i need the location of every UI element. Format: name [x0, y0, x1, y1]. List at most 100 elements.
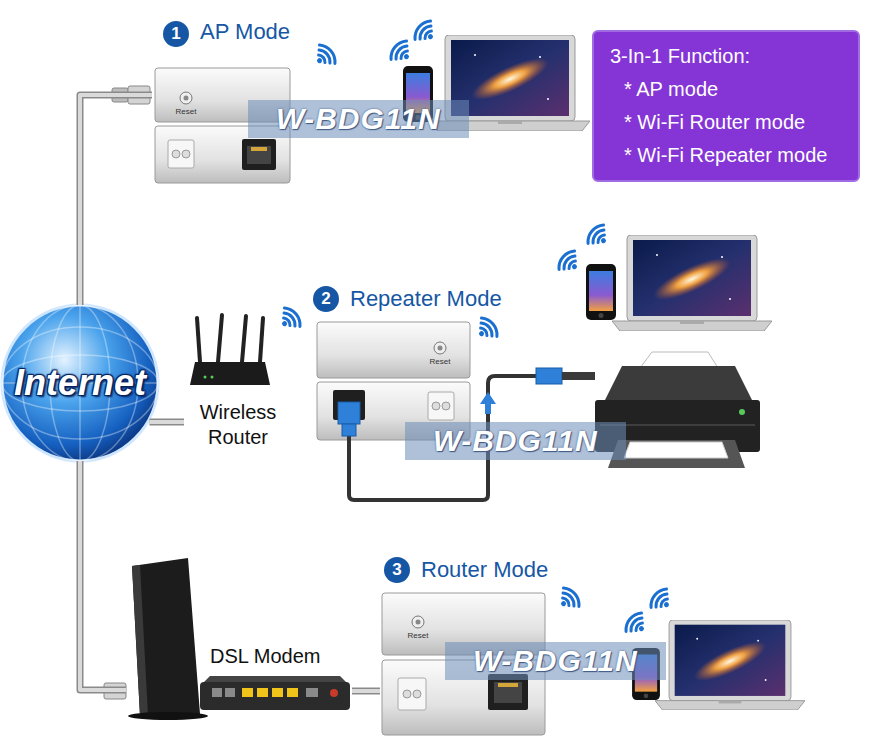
dsl-modem-icon [132, 565, 148, 716]
wifi-symbol [622, 610, 651, 640]
device-label: DSL Modem [210, 644, 320, 668]
router-device [403, 690, 411, 698]
wifi-symbol [310, 42, 339, 72]
printer [624, 442, 728, 458]
repeater-device [434, 342, 446, 354]
cable-connector [150, 420, 185, 424]
globe-illustration [2, 305, 158, 461]
globe-label: Internet [14, 362, 146, 404]
printer [739, 409, 745, 415]
router-device [498, 683, 518, 687]
callout-number: 2 [313, 286, 339, 312]
callout-number: 1 [163, 21, 189, 47]
client-devices [612, 235, 772, 331]
cable-connector [80, 461, 126, 690]
wifi-symbol [584, 222, 613, 252]
cable-connector [150, 422, 185, 423]
repeater-device [317, 322, 595, 500]
cable-connector [352, 688, 380, 695]
mode-heading: Repeater Mode [350, 285, 502, 313]
ap-device [172, 150, 180, 158]
dsl-modem-icon [225, 688, 235, 697]
watermark: W-BDG11N [445, 642, 666, 680]
dsl-modem-icon [257, 688, 268, 697]
dsl-modem-icon [330, 689, 338, 697]
globe-illustration [2, 305, 158, 461]
dsl-modem-icon [306, 688, 318, 697]
wireless-router-icon [260, 318, 263, 362]
repeater-device [338, 402, 360, 424]
button-label: Reset [172, 107, 200, 116]
feature-text: * Wi-Fi Router mode [610, 106, 805, 139]
client-devices [586, 264, 616, 320]
repeater-device [342, 424, 356, 436]
internet-globe: Internet [2, 305, 158, 461]
cable-connector [80, 95, 152, 305]
printer [608, 440, 745, 468]
repeater-device [428, 392, 454, 420]
feature-box: 3-In-1 Function:* AP mode* Wi-Fi Router … [592, 30, 860, 182]
cable-connector [352, 691, 380, 692]
router-device [413, 690, 421, 698]
dsl-modem-icon [200, 682, 350, 710]
cable-connector [80, 461, 126, 690]
wifi-symbol [554, 585, 583, 615]
printer [605, 366, 752, 400]
wireless-router-icon [218, 315, 222, 362]
globe-illustration [2, 305, 158, 461]
wireless-router-icon [197, 318, 200, 362]
repeater-device [536, 368, 562, 384]
ap-device [184, 96, 189, 101]
dsl-modem: DSL Modem [126, 556, 352, 718]
mode-heading: Router Mode [421, 556, 548, 584]
wireless-router-icon [197, 315, 263, 362]
dsl-modem-icon [242, 688, 253, 697]
wireless-router-icon [242, 316, 246, 362]
wifi-symbol [411, 18, 440, 48]
ap-device [242, 139, 276, 170]
watermark: W-BDG11N [248, 100, 469, 138]
wireless-router-icon [190, 362, 270, 385]
cable-connector [80, 95, 152, 305]
feature-text: * AP mode [610, 73, 718, 106]
ap-device [247, 146, 271, 164]
wifi-symbol [472, 315, 501, 345]
router-caption-box: Wireless Router [188, 398, 288, 452]
device-label: Wireless Router [188, 400, 288, 450]
repeater-device [432, 402, 440, 410]
wifi-symbol [647, 586, 676, 616]
cable-connector [80, 95, 152, 305]
button-label: Reset [426, 357, 454, 366]
repeater-device [442, 402, 450, 410]
dsl-modem-icon [128, 558, 350, 720]
router-device [412, 616, 424, 628]
ap-device [168, 140, 194, 168]
wifi-symbol [387, 38, 416, 68]
wireless-router-icon [211, 376, 214, 379]
wireless-router-icon [204, 376, 207, 379]
client-devices [655, 620, 805, 710]
wireless-router-icon [190, 315, 270, 385]
button-label: Reset [404, 631, 432, 640]
cable-connector [80, 461, 126, 690]
wifi-symbol [275, 305, 304, 335]
ap-device [182, 150, 190, 158]
watermark: W-BDG11N [405, 422, 626, 460]
dsl-modem-icon [272, 688, 283, 697]
router-device [416, 620, 421, 625]
cable-connector [352, 689, 380, 693]
dsl-modem-icon [212, 688, 222, 697]
repeater-device [317, 322, 470, 378]
dsl-modem-icon [204, 676, 346, 682]
globe-illustration [2, 355, 158, 411]
wifi-symbol [555, 248, 584, 278]
dsl-modem-icon [132, 558, 200, 716]
ap-device [251, 147, 267, 151]
repeater-device [562, 372, 595, 380]
router-device [398, 678, 426, 710]
feature-text: 3-In-1 Function: [610, 40, 750, 73]
dsl-modem-icon [128, 712, 208, 720]
repeater-device [480, 392, 496, 414]
router-device [494, 682, 522, 703]
